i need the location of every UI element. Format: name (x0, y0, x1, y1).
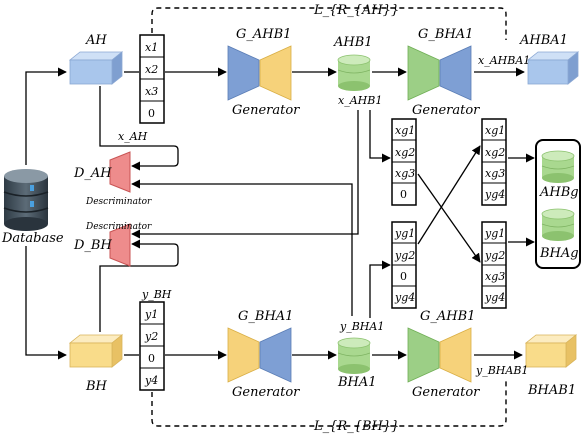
vector-ah-cell: x1 (145, 41, 158, 54)
generator-top-left-icon (227, 45, 292, 101)
gen-top-left-caption: Generator (232, 103, 300, 118)
vector-ah-cell: 0 (148, 107, 155, 120)
arrow-to-xg-left (369, 110, 391, 163)
gen-bottom-right-name: G_AHB1 (420, 309, 475, 324)
vector-yg-right-cell: yg1 (484, 227, 505, 240)
gen-top-right-name: G_BHA1 (418, 27, 473, 42)
y-bh-label: y_BH (141, 288, 172, 301)
cylinder-ahb1-label: AHB1 (333, 35, 373, 50)
cylinder-bhag-label: BHAg (539, 246, 579, 261)
cylinder-ahbg-icon (541, 150, 575, 183)
y-bha1-label: y_BHA1 (339, 320, 384, 333)
ahba1-cube-icon (526, 51, 580, 85)
cylinder-ahbg-label: AHBg (539, 185, 579, 200)
vector-yg-right-cell: yg2 (484, 249, 505, 262)
vector-yg-left-cell: yg2 (394, 249, 415, 262)
vector-xg-right-cell: xg1 (485, 124, 505, 137)
vector-xg-left-cell: 0 (400, 188, 407, 201)
vector-xg-right: xg1 xg2 xg3 yg4 (481, 118, 507, 206)
vector-xg-right-cell: yg4 (484, 188, 505, 201)
vector-xg-left-cell: xg3 (395, 167, 415, 180)
bh-label: BH (85, 379, 108, 394)
vector-bh-cell: y2 (144, 330, 158, 343)
arrow-gen-to-dah (131, 179, 353, 316)
ah-cube-icon (68, 51, 124, 85)
gen-bottom-left-caption: Generator (232, 385, 300, 400)
vector-bh-cell: 0 (148, 352, 155, 365)
dah-caption: Descriminator (85, 197, 152, 207)
dbh-caption: Descriminator (85, 222, 152, 232)
loss-top-label: L_{R_{AH}} (313, 3, 399, 18)
loss-loop-bottom (151, 374, 507, 427)
arrow-db-to-ah (25, 67, 67, 165)
discriminator-dbh-icon (109, 223, 131, 267)
cylinder-ahb1-icon (337, 54, 371, 91)
generator-bottom-right-icon (407, 327, 472, 383)
database-label: Database (1, 231, 64, 246)
vector-xg-left-cell: xg2 (395, 146, 415, 159)
bh-cube-icon (68, 334, 124, 368)
generator-top-right-icon (407, 45, 472, 101)
arrow-cross-down (417, 173, 481, 263)
vector-xg-right-cell: xg3 (485, 167, 505, 180)
generator-bottom-left-icon (227, 327, 292, 383)
vector-yg-left-cell: yg4 (394, 291, 415, 304)
vector-yg-left-cell: 0 (400, 270, 407, 283)
gen-top-right-caption: Generator (412, 103, 480, 118)
loss-bottom-label: L_{R_{BH}} (313, 419, 399, 434)
arrow-db-to-bh (25, 246, 67, 360)
vector-xg-left-cell: xg1 (395, 124, 415, 137)
generated-data-frame (535, 139, 581, 269)
vector-yg-right-cell: xg3 (485, 270, 505, 283)
output-bhab1-label: BHAB1 (527, 383, 576, 398)
vector-bh-cell: y1 (144, 308, 158, 321)
gen-bottom-left-name: G_BHA1 (238, 309, 293, 324)
cylinder-bhag-icon (541, 208, 575, 241)
cylinder-bha1-icon (337, 337, 371, 374)
x-ahb1-label: x_AHB1 (338, 94, 382, 107)
arrow-bh-to-dbh (99, 239, 179, 332)
vector-yg-right: yg1 yg2 xg3 yg4 (481, 221, 507, 309)
x-ahba1-label: x_AHBA1 (478, 54, 530, 67)
database-icon (3, 169, 49, 231)
vector-ah: x1 x2 x3 0 (139, 34, 165, 124)
vector-xg-left: xg1 xg2 xg3 0 (391, 118, 417, 206)
bhab1-cube-icon (524, 334, 578, 368)
gen-bottom-right-caption: Generator (412, 385, 480, 400)
vector-yg-left: yg1 yg2 0 yg4 (391, 221, 417, 309)
vector-xg-right-cell: xg2 (485, 146, 505, 159)
x-ah-label: x_AH (118, 130, 148, 143)
arrow-ah-to-dah (99, 86, 179, 171)
gen-top-left-name: G_AHB1 (236, 27, 291, 42)
ah-label: AH (85, 33, 107, 48)
y-bhab1-label: y_BHAB1 (475, 364, 528, 377)
vector-yg-right-cell: yg4 (484, 291, 505, 304)
loss-loop-top (151, 7, 507, 60)
cylinder-bha1-label: BHA1 (337, 375, 377, 390)
vector-bh: y1 y2 0 y4 (139, 301, 165, 391)
dah-label: D_AH (73, 166, 112, 181)
vector-ah-cell: x2 (145, 63, 158, 76)
output-ahba1-label: AHBA1 (519, 33, 568, 48)
vector-bh-cell: y4 (144, 374, 158, 387)
vector-yg-left-cell: yg1 (394, 227, 415, 240)
dbh-label: D_BH (73, 238, 112, 253)
discriminator-dah-icon (109, 151, 131, 193)
arrow-gen-to-dbh (131, 110, 359, 239)
arrow-cross-up (417, 145, 481, 245)
arrow-to-yg-left (369, 260, 391, 318)
vector-ah-cell: x3 (145, 85, 158, 98)
